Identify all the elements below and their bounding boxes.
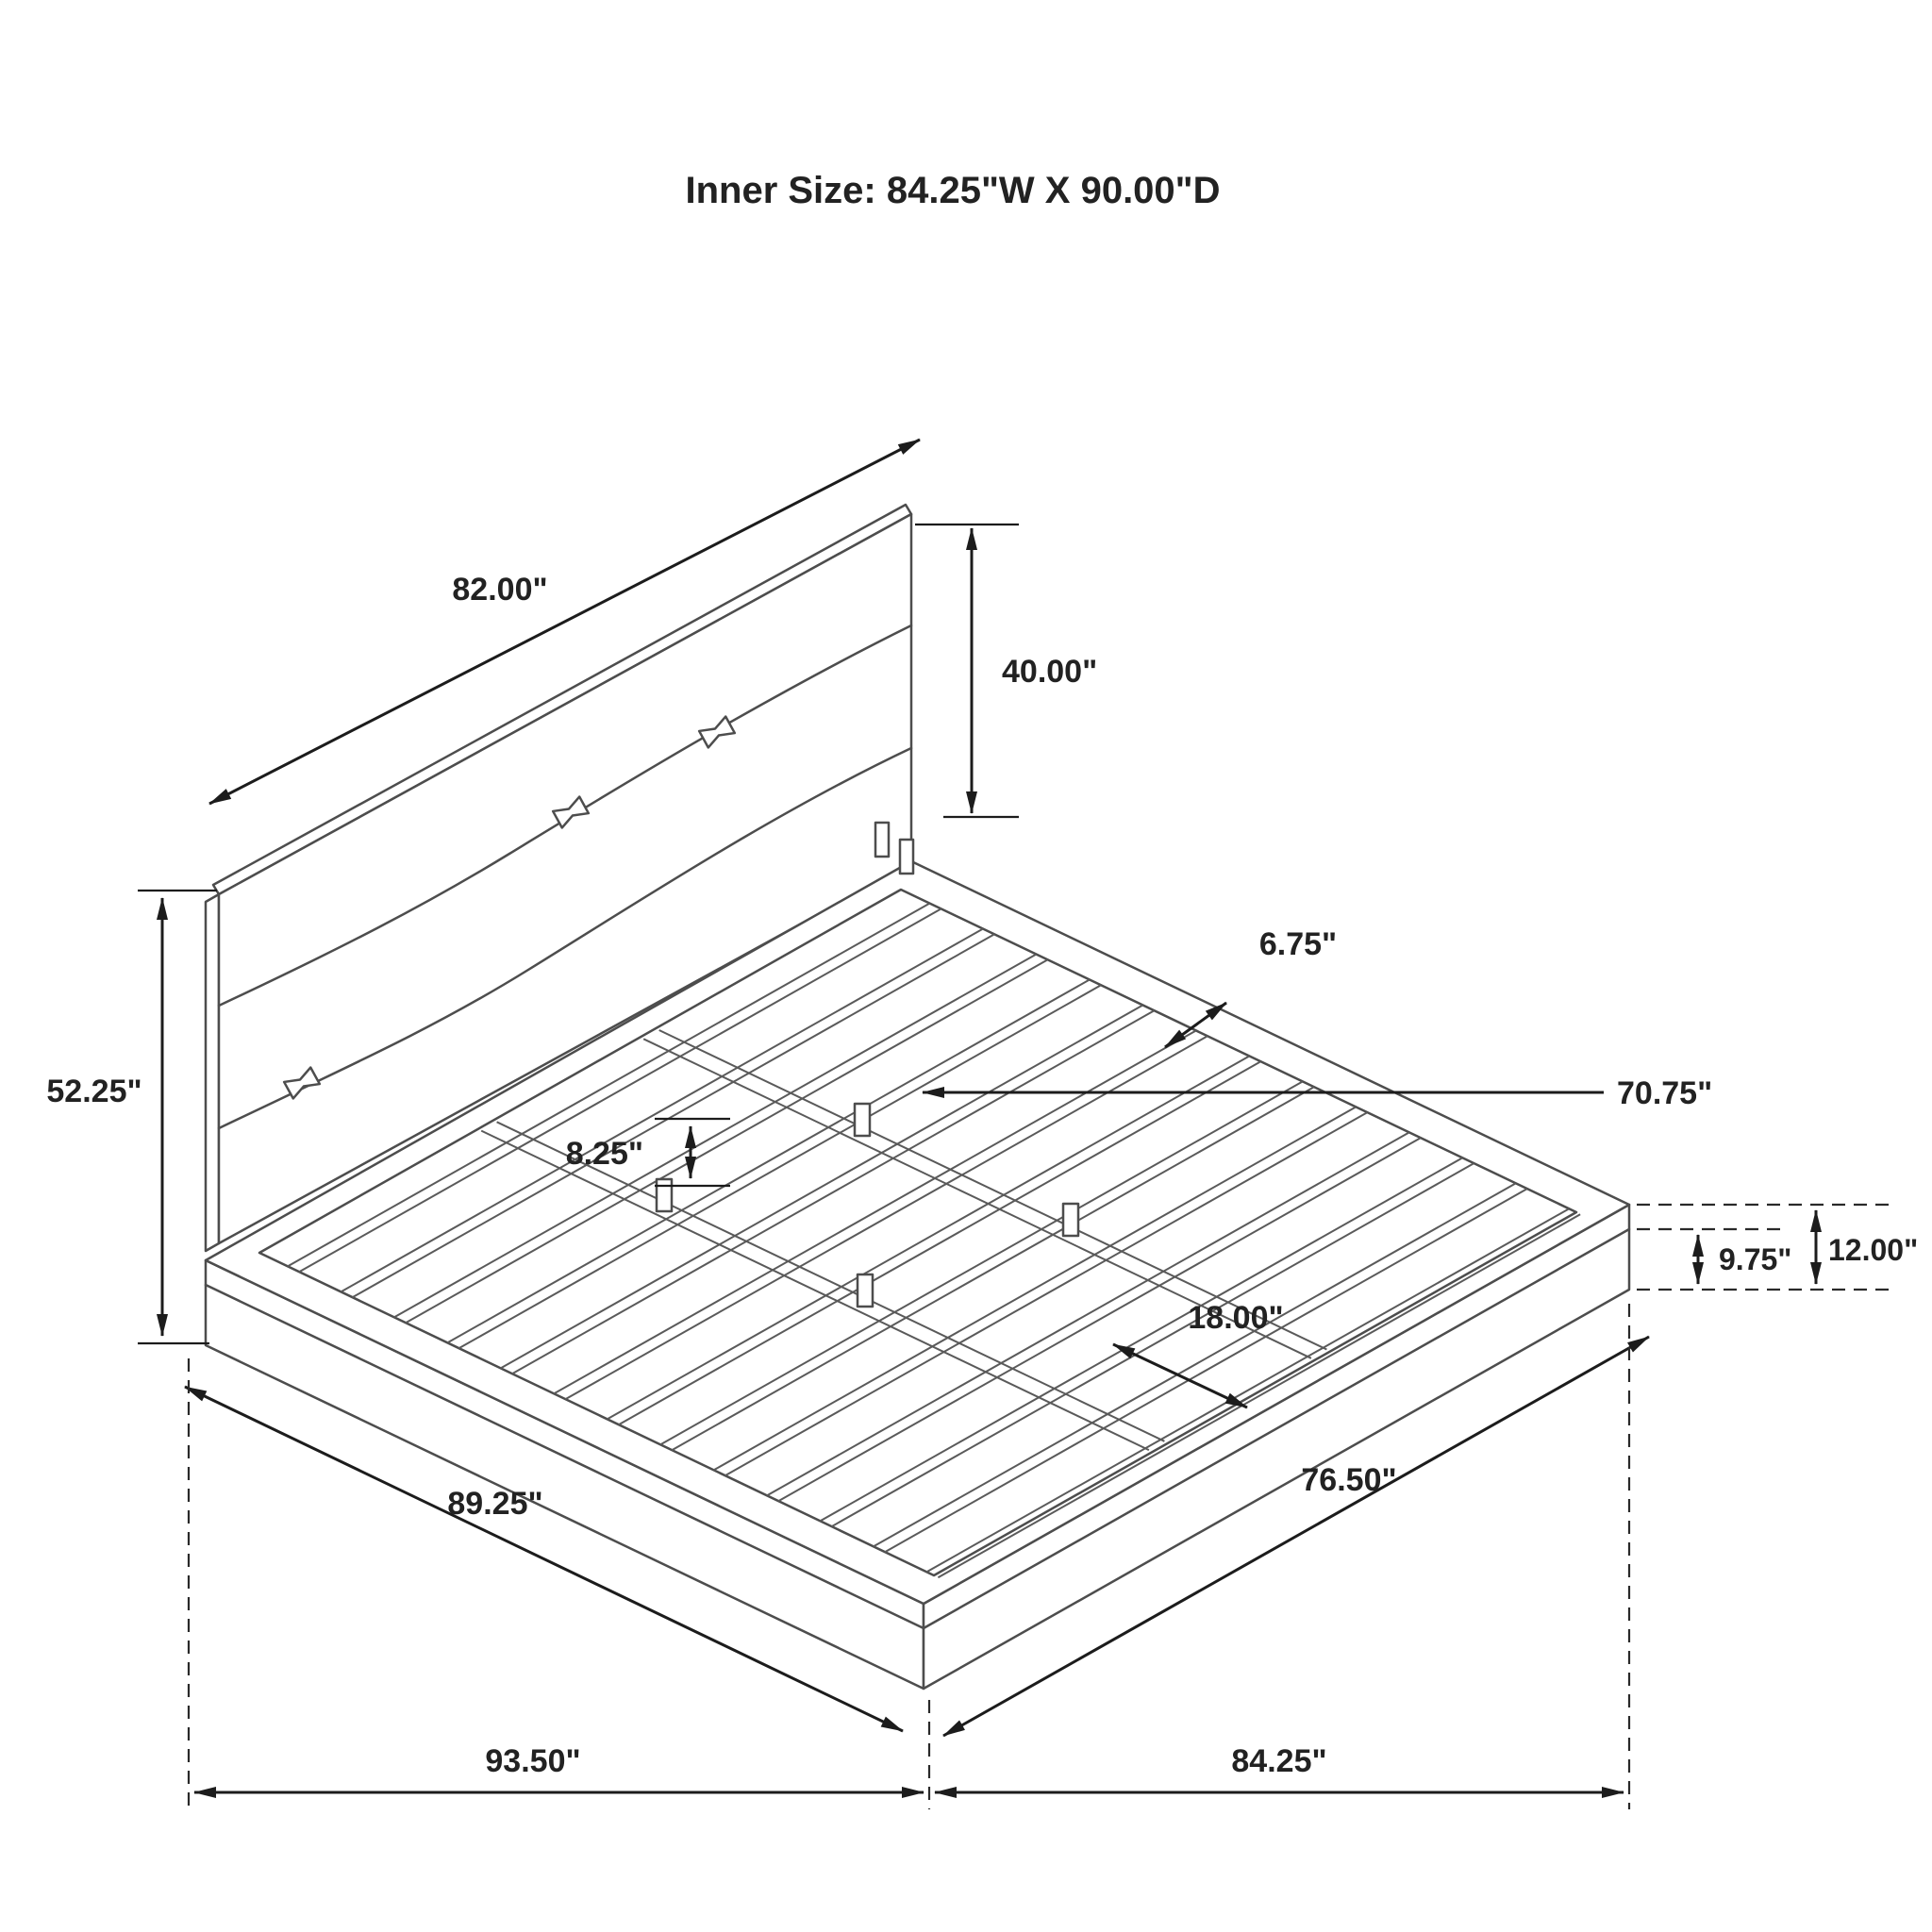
slat <box>511 1009 1155 1375</box>
dim-line-7650 <box>942 1335 1650 1738</box>
dim-label-675: 6.75" <box>1259 926 1337 962</box>
dim-label-7650: 76.50" <box>1301 1462 1396 1498</box>
dim-headboard-width: 82.00" <box>208 438 921 806</box>
slat <box>458 984 1102 1350</box>
dim-slat-spacing: 6.75" <box>1164 926 1337 1049</box>
dim-center-support-height: 8.25" <box>566 1117 730 1188</box>
center-support-block <box>856 1273 874 1308</box>
dim-label-975: 9.75" <box>1719 1242 1791 1276</box>
dim-headboard-total-height: 52.25" <box>46 889 217 1345</box>
slat <box>500 1004 1143 1370</box>
slat <box>298 908 942 1274</box>
slat <box>393 953 1037 1319</box>
dim-label-1200: 12.00" <box>1828 1233 1918 1267</box>
dim-line-82 <box>208 438 921 806</box>
dim-label-8925: 89.25" <box>447 1486 542 1522</box>
dim-headboard-panel-height: 40.00" <box>915 523 1097 819</box>
dim-label-82: 82.00" <box>452 572 547 608</box>
dim-line-675 <box>1164 1001 1227 1049</box>
dim-line-8925 <box>184 1385 904 1733</box>
dim-label-5225: 52.25" <box>46 1074 142 1109</box>
dim-right-heights: 9.75" 12.00" <box>1637 1203 1918 1291</box>
headboard-bracket <box>898 838 915 875</box>
slat <box>446 978 1091 1344</box>
center-support-block <box>853 1102 872 1138</box>
slat <box>564 1035 1208 1401</box>
slat <box>340 927 984 1293</box>
dim-overall-depth: 93.50" <box>187 1358 931 1809</box>
dim-label-9350: 93.50" <box>485 1743 580 1779</box>
lengthwise-rail <box>642 1038 1312 1359</box>
headboard-seam-lower <box>217 746 913 1130</box>
center-support-block <box>655 1177 674 1213</box>
slat <box>659 1080 1304 1446</box>
bowtie-inlay <box>551 795 591 829</box>
support-blocks <box>655 821 1080 1308</box>
slat <box>287 902 931 1268</box>
center-support-block <box>1061 1202 1080 1238</box>
slat <box>607 1055 1250 1421</box>
dim-label-7075: 70.75" <box>1617 1075 1712 1111</box>
dim-overall-width: 84.25" <box>934 1304 1631 1809</box>
headboard-bracket <box>874 821 891 858</box>
bowtie-inlay <box>282 1066 322 1100</box>
slat <box>352 933 995 1299</box>
dim-platform-side-length: 89.25" <box>184 1385 904 1733</box>
headboard-side-edge <box>204 892 221 1253</box>
dim-slat-length: 70.75" <box>922 1075 1712 1111</box>
dim-label-8425: 84.25" <box>1231 1743 1326 1779</box>
slat <box>405 958 1049 1324</box>
dim-label-40: 40.00" <box>1002 654 1097 690</box>
dim-label-1800: 18.00" <box>1188 1300 1283 1336</box>
lengthwise-rail <box>658 1029 1327 1351</box>
dim-label-825: 8.25" <box>566 1136 643 1172</box>
slat <box>618 1060 1261 1426</box>
dim-platform-foot-width: 76.50" <box>942 1335 1650 1738</box>
inner-size-title: Inner Size: 84.25"W X 90.00"D <box>685 170 1220 211</box>
